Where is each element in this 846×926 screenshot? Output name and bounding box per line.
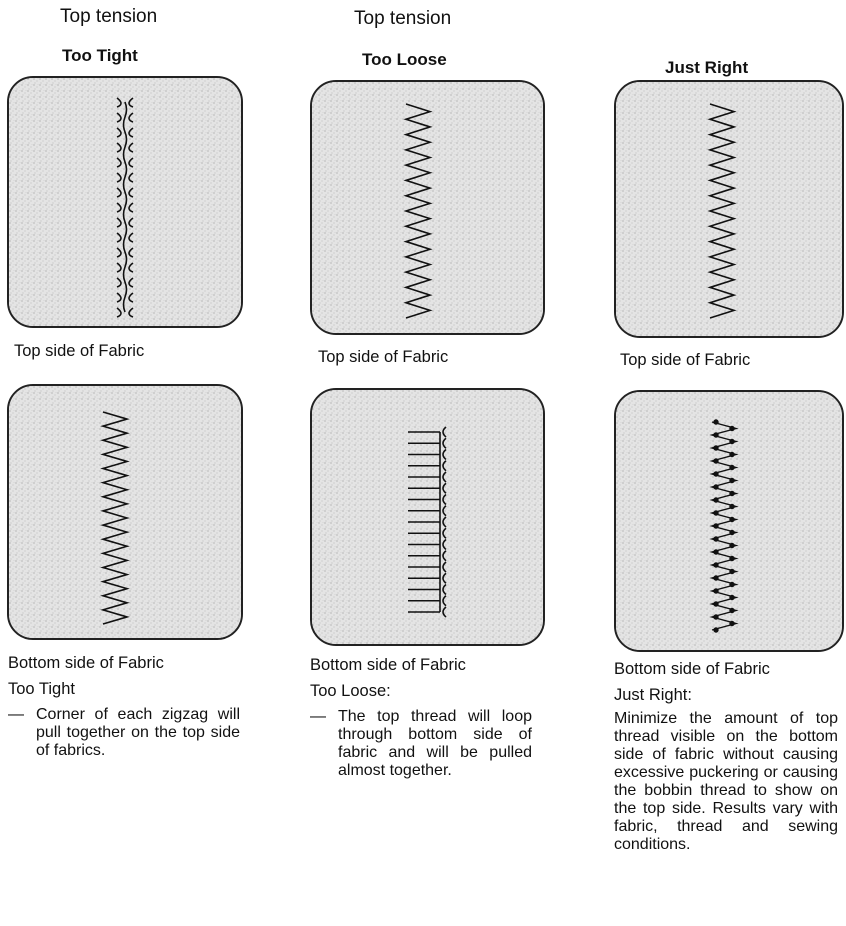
stitch-top-too-tight [9,78,243,328]
stitch-bottom-just-right [616,392,844,652]
stitch-top-just-right [616,82,844,338]
fabric-bottom-too-loose [310,388,545,646]
right-bottom-zigzag-dot [714,472,718,476]
stitch-top-too-loose [312,82,545,335]
right-bottom-zigzag-dot [730,453,734,457]
right-bottom-zigzag-dot [730,518,734,522]
title-too-tight: Too Tight [62,46,138,66]
caption-bottom-too-tight: Bottom side of Fabric [8,654,164,673]
right-bottom-zigzag-dot [714,537,718,541]
right-bottom-zigzag-dot [730,466,734,470]
dash-too-loose: — [310,708,326,726]
right-bottom-zigzag-dot [730,557,734,561]
right-bottom-zigzag-dot [714,511,718,515]
title-too-loose: Too Loose [362,50,447,70]
right-bottom-zigzag-dot [714,433,718,437]
fabric-top-too-tight [7,76,243,328]
label-just-right: Just Right: [614,686,692,705]
right-bottom-zigzag-dot [730,505,734,509]
label-too-tight: Too Tight [8,680,75,699]
caption-bottom-just-right: Bottom side of Fabric [614,660,770,679]
description-just-right: Minimize the amount of top thread visibl… [614,710,838,854]
right-bottom-zigzag-dot [730,440,734,444]
right-bottom-zigzag-dot [714,602,718,606]
right-bottom-zigzag-dot [714,446,718,450]
right-bottom-zigzag-dot [714,628,718,632]
right-bottom-zigzag-dot [730,570,734,574]
right-bottom-zigzag-dot [714,485,718,489]
dash-too-tight: — [8,706,24,724]
right-bottom-zigzag-dot [730,427,734,431]
header-top-tension-2: Top tension [354,8,451,30]
fabric-top-too-loose [310,80,545,335]
right-bottom-zigzag-dot [714,459,718,463]
right-bottom-zigzag-dot [730,596,734,600]
fabric-bottom-too-tight [7,384,243,640]
right-bottom-zigzag-dot [714,576,718,580]
caption-top-too-loose: Top side of Fabric [318,348,448,367]
right-bottom-zigzag-dot [714,550,718,554]
title-just-right: Just Right [665,58,748,78]
fabric-top-just-right [614,80,844,338]
stitch-bottom-too-tight [9,386,243,640]
right-bottom-zigzag-dot [730,583,734,587]
right-bottom-zigzag-dot [730,479,734,483]
description-text-too-loose: The top thread will loop through bottom … [338,708,532,780]
caption-top-too-tight: Top side of Fabric [14,342,144,361]
right-bottom-zigzag-dot [714,524,718,528]
right-bottom-zigzag-dot [714,563,718,567]
fabric-bottom-just-right [614,390,844,652]
description-too-loose: — The top thread will loop through botto… [310,708,532,780]
right-bottom-zigzag-dot [730,622,734,626]
right-bottom-zigzag-dot [714,498,718,502]
right-bottom-zigzag-dot [714,615,718,619]
right-bottom-zigzag-dot [730,492,734,496]
caption-bottom-too-loose: Bottom side of Fabric [310,656,466,675]
stitch-bottom-too-loose [312,390,545,646]
right-bottom-zigzag-dot [730,531,734,535]
label-too-loose: Too Loose: [310,682,391,701]
caption-top-just-right: Top side of Fabric [620,351,750,370]
description-too-tight: — Corner of each zigzag will pull togeth… [8,706,240,760]
right-bottom-zigzag-dot [730,544,734,548]
header-top-tension-1: Top tension [60,6,157,28]
right-bottom-zigzag-dot [714,589,718,593]
description-text-too-tight: Corner of each zigzag will pull together… [36,706,240,760]
right-bottom-zigzag-dot [714,420,718,424]
right-bottom-zigzag-dot [730,609,734,613]
